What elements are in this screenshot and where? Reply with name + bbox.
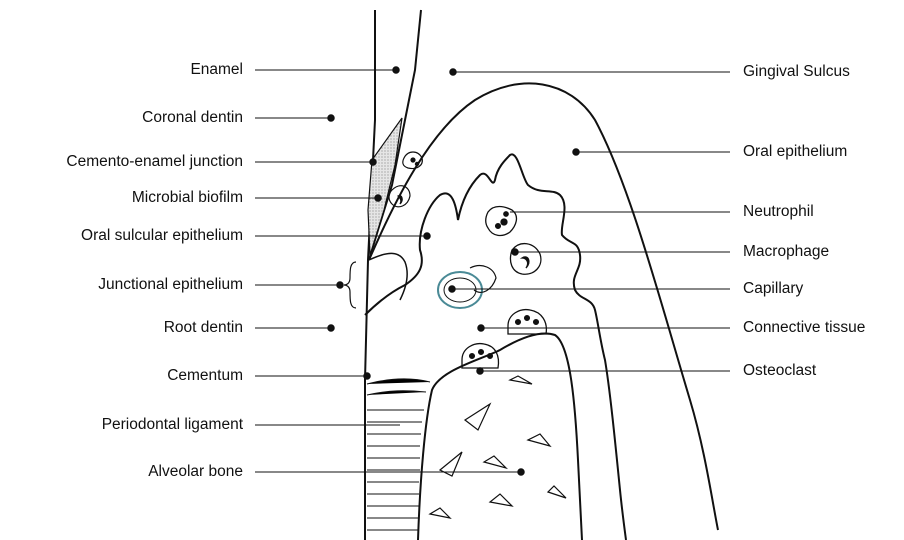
label-capillary: Capillary: [743, 280, 803, 298]
label-cementum: Cementum: [167, 367, 243, 385]
label-coronal-dentin: Coronal dentin: [142, 109, 243, 127]
label-osteoclast: Osteoclast: [743, 362, 816, 380]
label-connective-tissue: Connective tissue: [743, 319, 865, 337]
label-root-dentin: Root dentin: [164, 319, 243, 337]
alveolar-bone-outline: [418, 333, 582, 540]
macrophage-cell-small: [389, 186, 410, 207]
label-oral-epithelium: Oral epithelium: [743, 143, 847, 161]
label-gingival-sulcus: Gingival Sulcus: [743, 63, 850, 81]
label-macrophage: Macrophage: [743, 243, 829, 261]
junctional-epithelium-brace: [344, 262, 356, 308]
label-alveolar-bone: Alveolar bone: [148, 463, 243, 481]
bone-lacunae: [430, 376, 566, 518]
label-junctional-epithelium: Junctional epithelium: [98, 276, 243, 294]
label-enamel: Enamel: [190, 61, 243, 79]
junctional-epithelium-contour: [369, 253, 407, 300]
leader-lines-right: [449, 69, 730, 374]
macrophage-cell: [510, 244, 540, 275]
label-oral-sulcular-epithelium: Oral sulcular epithelium: [81, 227, 243, 245]
leader-lines-left: [255, 67, 524, 475]
tooth-root-outline: [365, 10, 375, 540]
neutrophil-cell: [486, 207, 517, 236]
periodontal-ligament-fibers: [367, 379, 430, 530]
label-neutrophil: Neutrophil: [743, 203, 814, 221]
capillary-cell: [438, 266, 496, 308]
label-periodontal-ligament: Periodontal ligament: [102, 416, 243, 434]
left-labels: Enamel Coronal dentin Cemento-enamel jun…: [0, 0, 243, 540]
osteoclast-cell: [508, 310, 546, 334]
label-microbial-biofilm: Microbial biofilm: [132, 189, 243, 207]
label-cemento-enamel-junction: Cemento-enamel junction: [66, 153, 243, 171]
